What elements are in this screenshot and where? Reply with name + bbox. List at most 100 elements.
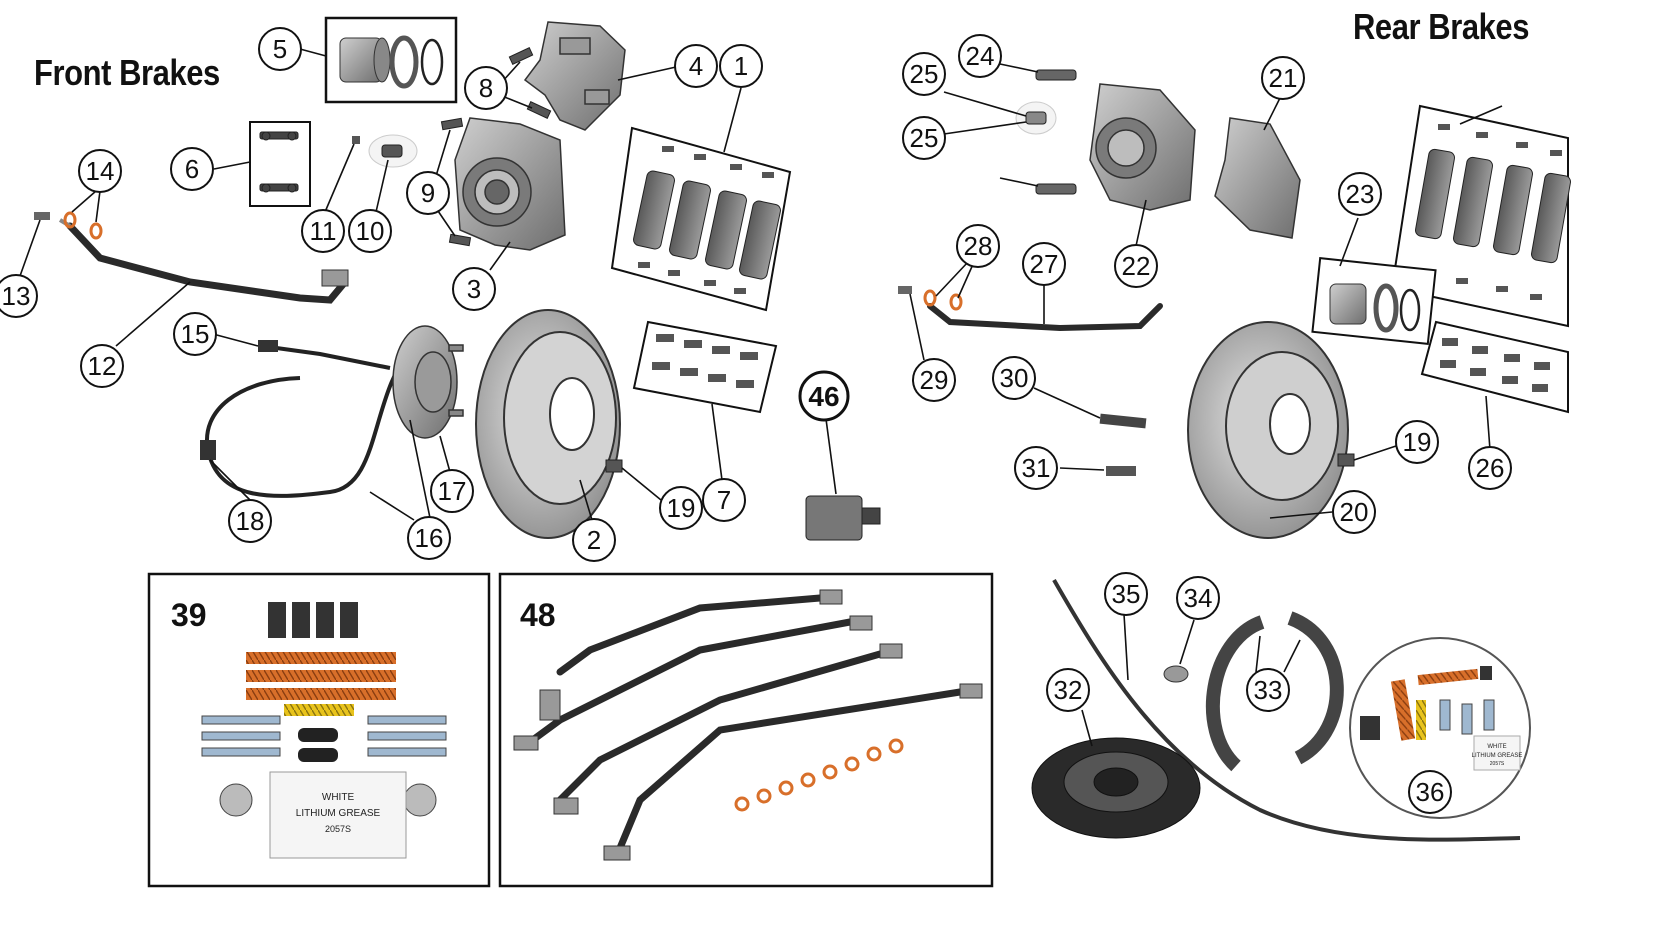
callout-number: 8 [479,73,493,103]
kit-46-label: 46 [808,381,839,412]
kit-48-label: 48 [520,597,556,633]
wheel-hub-front [392,325,464,439]
parking-brake-shoes [1205,611,1344,772]
callout-14: 14 [78,149,122,193]
callout-number: 19 [667,493,696,523]
callout-11: 11 [301,209,345,253]
callout-38: 36 [1408,770,1452,814]
brake-light-switch [805,495,881,541]
callout-27: 25 [902,52,946,96]
callout-circle [228,499,272,543]
callout-number: 6 [185,154,199,184]
callout-2: 2 [572,518,616,562]
kit38-packet-line3: 2057S [1490,761,1505,767]
callout-31: 29 [912,358,956,402]
callout-12: 12 [80,344,124,388]
callout-number: 31 [1022,453,1051,483]
callout-34: 32 [1046,668,1090,712]
callout-number: 24 [966,41,995,71]
callout-24: 23 [1338,172,1382,216]
callout-25: 24 [958,34,1002,78]
kit39-packet-line1: WHITE [322,792,355,803]
callout-number: 34 [1184,583,1213,613]
caliper-rear [1089,83,1196,211]
kit-48-box [498,572,994,888]
callout-number: 29 [920,365,949,395]
callout-circle [1261,56,1305,100]
leader-lines [19,48,1503,747]
caliper-front [454,117,566,251]
callout-circle [1246,668,1290,712]
abs-sensor-front [204,344,412,498]
callout-circle [572,518,616,562]
callout-number: 10 [356,216,385,246]
callout-number: 16 [415,523,444,553]
callout-number: 19 [1403,427,1432,457]
kit-39-contents: WHITE LITHIUM GREASE 2057S [201,602,447,859]
callout-36: 34 [1176,576,1220,620]
callout-circle [406,171,450,215]
callout-circle [430,469,474,513]
callout-number: 26 [1476,453,1505,483]
callout-number: 15 [181,319,210,349]
callout-number: 7 [717,485,731,515]
callout-number: 27 [1030,249,1059,279]
callout-circle [1395,420,1439,464]
callout-number: 20 [1340,497,1369,527]
callout-circle [659,486,703,530]
callout-33: 31 [1014,446,1058,490]
callout-circle [902,52,946,96]
callout-circle [1468,446,1512,490]
callout-circle [348,209,392,253]
callout-circle [1014,446,1058,490]
callout-circle [958,34,1002,78]
callout-8: 8 [464,66,508,110]
callout-3: 3 [452,267,496,311]
caliper-bracket-front [523,21,626,131]
callout-19: 19 [659,486,703,530]
brake-line-kit [526,594,964,852]
callout-circle [1046,668,1090,712]
rear-brake-hose [927,303,1163,332]
callout-circle [674,44,718,88]
callout-30: 28 [956,224,1000,268]
callout-number: 32 [1054,675,1083,705]
callout-1: 1 [719,44,763,88]
callout-number: 35 [1112,579,1141,609]
backing-plate [1031,737,1201,839]
callout-number: 2 [587,525,601,555]
callout-number: 11 [310,216,337,246]
callout-number: 1 [734,51,748,81]
callout-22: 21 [1261,56,1305,100]
callout-17: 17 [430,469,474,513]
callout-35: 33 [1246,668,1290,712]
callout-number: 22 [1122,251,1151,281]
callout-6: 6 [170,147,214,191]
callout-circle [702,478,746,522]
callout-circle [258,27,302,71]
callout-number: 28 [964,231,993,261]
callout-23: 22 [1114,244,1158,288]
rotor-front [475,309,621,539]
callout-number: 9 [421,178,435,208]
callout-number: 23 [1346,179,1375,209]
callout-circle [80,344,124,388]
rotor-rear [1187,321,1349,539]
callout-circle [1338,172,1382,216]
parking-brake-cable [1052,579,1521,842]
callout-16: 16 [407,516,451,560]
callout-circle [992,356,1036,400]
callout-circle [301,209,345,253]
callout-circle [1408,770,1452,814]
callout-21: 20 [1332,490,1376,534]
callout-4: 4 [674,44,718,88]
callout-9: 9 [406,171,450,215]
callout-number: 21 [1269,63,1298,93]
kit39-packet-line2: LITHIUM GREASE [296,808,381,819]
bushing-part [339,35,444,89]
callout-26: 25 [902,116,946,160]
kit38-packet-line2: LITHIUM GREASE [1472,753,1523,759]
kit-39-label: 39 [171,597,207,633]
